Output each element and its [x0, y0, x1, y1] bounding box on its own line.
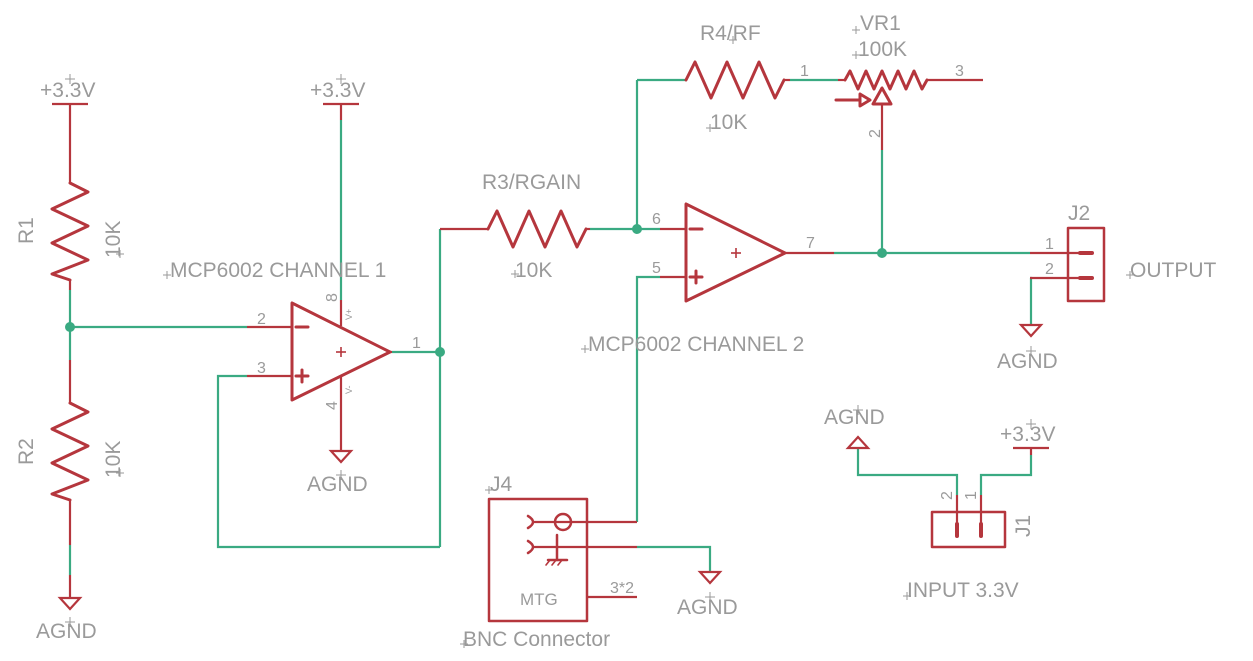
gnd-label: AGND: [677, 596, 738, 619]
j1-name: J1: [1012, 515, 1035, 537]
connector-j1[interactable]: 2 1 J1 INPUT 3.3V: [907, 491, 1035, 602]
junctions: [65, 224, 887, 357]
gnd-symbol-u1: AGND: [307, 395, 368, 496]
resistor-r1[interactable]: R1 10K: [15, 180, 125, 290]
j1-value: INPUT 3.3V: [907, 579, 1019, 602]
u1-pin-8: 8: [324, 293, 341, 302]
u2-pin-6: 6: [652, 211, 661, 228]
r2-value: 10K: [102, 441, 125, 478]
net-u2-noninv: [635, 275, 660, 522]
vcc-label: +3.3V: [310, 79, 365, 102]
u1-vminus-label: V-: [344, 385, 354, 394]
vr1-pin-3: 3: [955, 63, 964, 80]
nets: [68, 78, 1033, 575]
vr1-pin-1: 1: [800, 63, 809, 80]
vcc-label: +3.3V: [40, 79, 95, 102]
u1-vplus-label: V+: [344, 309, 354, 320]
j2-value: OUTPUT: [1130, 259, 1217, 282]
u1-pin-2: 2: [257, 311, 266, 328]
gnd-label: AGND: [36, 620, 97, 643]
j1-pin-1: 1: [963, 491, 980, 500]
resistor-r2[interactable]: R2 10K: [15, 360, 125, 545]
resistor-r4[interactable]: R4/RF 10K: [684, 22, 790, 134]
gnd-symbol-bnc: AGND: [677, 570, 738, 619]
vcc-label: +3.3V: [1000, 423, 1055, 446]
r1-name: R1: [15, 217, 38, 244]
connector-j2[interactable]: 1 2 J2 OUTPUT: [1030, 202, 1217, 303]
j2-pin-1: 1: [1045, 236, 1054, 253]
j4-value: BNC Connector: [463, 628, 610, 651]
vr1-value: 100K: [858, 38, 907, 61]
u2-pin-7: 7: [806, 235, 815, 252]
u2-pin-5: 5: [652, 260, 661, 277]
r1-value: 10K: [102, 221, 125, 258]
vr1-pin-2: 2: [867, 129, 884, 138]
gnd-label: AGND: [824, 406, 885, 429]
junction-dot: [877, 248, 887, 258]
net-u1-feedback: [216, 374, 440, 549]
gnd-symbol-j2: AGND: [997, 323, 1058, 373]
net-j2-gnd: [1029, 276, 1033, 325]
j4-body-label: MTG: [520, 590, 558, 609]
r3-value: 10K: [515, 259, 552, 282]
u1-name: MCP6002 CHANNEL 1: [170, 259, 386, 282]
vr1-name: VR1: [860, 12, 901, 35]
net-j1-gnd: [856, 448, 959, 495]
j4-pin-label: 3*2: [610, 580, 634, 597]
net-j1-vcc: [979, 455, 1033, 495]
origin-markers: [65, 26, 1134, 648]
net-bnc-gnd: [637, 545, 712, 572]
connector-j4[interactable]: MTG 3*2 J4 BNC Connector: [463, 473, 637, 651]
r3-name: R3/RGAIN: [482, 171, 581, 194]
j4-name: J4: [490, 473, 513, 496]
gnd-label: AGND: [997, 350, 1058, 373]
gnd-symbol-r2: AGND: [36, 575, 97, 643]
r4-name: R4/RF: [700, 22, 761, 45]
gnd-label: AGND: [307, 473, 368, 496]
gnd-symbol-j1: AGND: [824, 406, 885, 450]
u1-pin-1: 1: [412, 335, 421, 352]
vcc-symbol-u1: +3.3V: [310, 79, 365, 120]
r4-value: 10K: [710, 111, 747, 134]
junction-dot: [65, 322, 75, 332]
potentiometer-vr1[interactable]: 1 2 3 VR1 100K: [800, 12, 983, 150]
j2-name: J2: [1068, 202, 1090, 225]
junction-dot: [632, 224, 642, 234]
u1-pin-4: 4: [324, 401, 341, 410]
u1-pin-3: 3: [257, 360, 266, 377]
j1-pin-2: 2: [939, 491, 956, 500]
resistor-r3[interactable]: R3/RGAIN 10K: [440, 171, 590, 282]
vcc-symbol-r1: +3.3V: [40, 79, 95, 180]
j2-pin-2: 2: [1045, 261, 1054, 278]
junction-dot: [435, 347, 445, 357]
opamp-u2[interactable]: 6 5 7 MCP6002 CHANNEL 2: [588, 202, 834, 356]
vcc-symbol-j1: +3.3V: [1000, 423, 1055, 455]
u2-name: MCP6002 CHANNEL 2: [588, 333, 804, 356]
opamp-u1[interactable]: 2 3 1 8 4 V+ V- MCP6002 CHANNEL 1: [170, 259, 421, 410]
r2-name: R2: [15, 438, 38, 465]
